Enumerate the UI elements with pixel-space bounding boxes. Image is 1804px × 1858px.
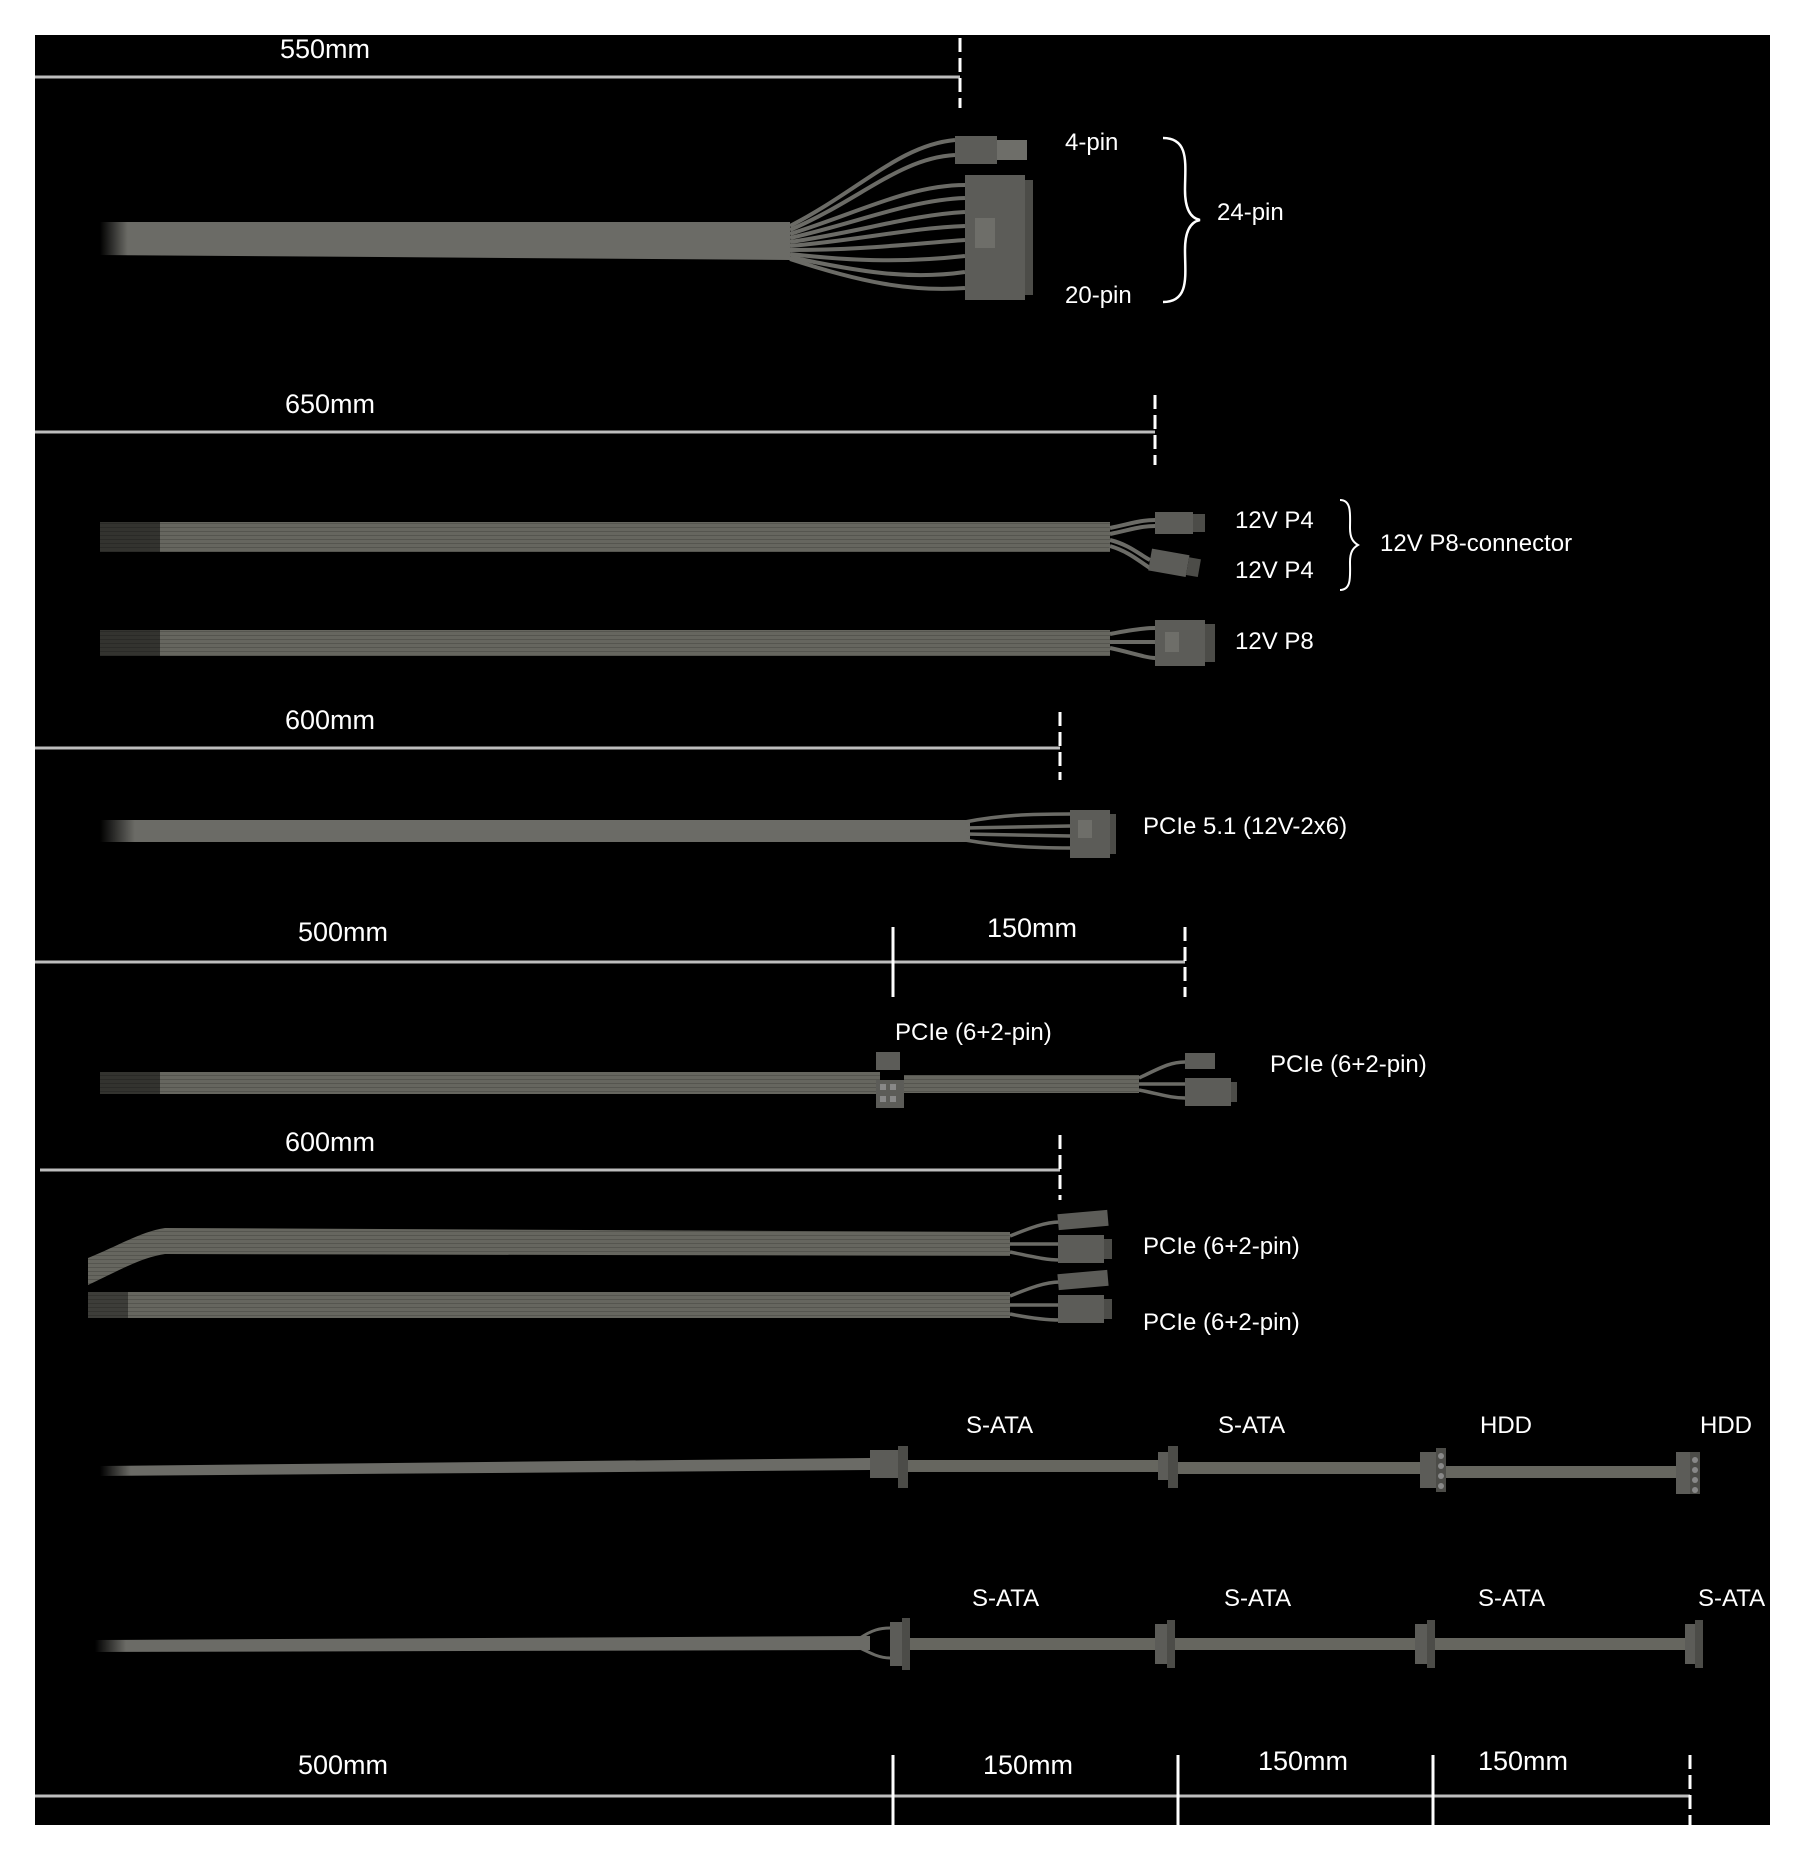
pcie-daisy-mid-label: PCIe (6+2-pin): [895, 1019, 1052, 1046]
pcie-daisy-cable-main: [100, 1072, 880, 1094]
pcie-dual-connector-a: [1057, 1209, 1112, 1263]
pcie-dual-cable-a: [88, 1228, 1010, 1285]
cpu-split-wires: [1109, 518, 1156, 570]
cpu-p8-cable: [100, 630, 1110, 656]
pcie-daisy-end-label: PCIe (6+2-pin): [1270, 1051, 1427, 1078]
pcie51-length-label: 600mm: [285, 705, 375, 735]
sata4-label-2: S-ATA: [1224, 1585, 1291, 1612]
sata4-label-1: S-ATA: [972, 1585, 1039, 1612]
atx-cable-group: 550mm 4-pin 20-pin 24-pin: [35, 34, 1284, 309]
sata-hdd-connector-1: [870, 1446, 908, 1488]
pcie-dual-cable-b: [88, 1292, 1010, 1318]
sata4-cable-seg0: [95, 1636, 870, 1652]
atx-cable-sleeve: [100, 222, 790, 260]
sata4-connector-3: [1415, 1620, 1435, 1668]
sata-length-group: 500mm 150mm 150mm 150mm: [35, 1746, 1692, 1825]
sata-seg1-length: 150mm: [983, 1750, 1073, 1780]
pcie51-connector: [1070, 810, 1116, 858]
pcie-daisy-cable-ext: [904, 1075, 1139, 1093]
sata-main-length: 500mm: [298, 1750, 388, 1780]
atx-24pin-label: 24-pin: [1217, 199, 1284, 226]
atx-length-label: 550mm: [280, 34, 370, 64]
pcie-dual-length-label: 600mm: [285, 1127, 375, 1157]
cpu-p4-connector-b: [1148, 548, 1201, 578]
sata4-label-4: S-ATA: [1698, 1585, 1765, 1612]
pcie-daisy-main-length: 500mm: [298, 917, 388, 947]
atx-24pin-connector: [965, 175, 1033, 300]
sata-hdd-label-4: HDD: [1700, 1412, 1752, 1439]
pcie-dual-connector-b: [1057, 1269, 1112, 1323]
sata4-connector-4: [1685, 1620, 1703, 1668]
atx-4pin-label: 4-pin: [1065, 129, 1118, 156]
atx-20pin-label: 20-pin: [1065, 282, 1132, 309]
sata-hdd-label-2: S-ATA: [1218, 1412, 1285, 1439]
atx-cable-wires: [789, 138, 966, 291]
pcie51-label: PCIe 5.1 (12V-2x6): [1143, 813, 1347, 840]
sata-hdd-label-3: HDD: [1480, 1412, 1532, 1439]
cpu-brace-icon: [1339, 499, 1360, 591]
sata4-connector-2: [1155, 1620, 1175, 1668]
cpu-length-label: 650mm: [285, 389, 375, 419]
atx-brace-icon: [1162, 136, 1201, 304]
sata4-group: S-ATA S-ATA S-ATA S-ATA: [95, 1585, 1765, 1670]
sata-seg2-length: 150mm: [1258, 1746, 1348, 1776]
cpu-p4-label-a: 12V P4: [1235, 507, 1314, 534]
cpu-p8-label: 12V P8: [1235, 628, 1314, 655]
pcie-daisy-ext-length: 150mm: [987, 913, 1077, 943]
sata-hdd-connector-3: [1420, 1448, 1446, 1492]
sata-hdd-group: S-ATA S-ATA HDD HDD: [100, 1412, 1752, 1494]
pcie-dual-label-b: PCIe (6+2-pin): [1143, 1309, 1300, 1336]
sata4-label-3: S-ATA: [1478, 1585, 1545, 1612]
pcie-daisy-group: 500mm 150mm PCIe (6+2-pin) PCIe (6+2-pin…: [35, 913, 1427, 1108]
pcie51-cable-group: 600mm PCIe 5.1 (12V-2x6): [35, 705, 1347, 858]
sata-hdd-cable-seg0: [100, 1458, 870, 1476]
cpu-p4-label-b: 12V P4: [1235, 557, 1314, 584]
sata4-connector-1: [890, 1618, 910, 1670]
sata-seg3-length: 150mm: [1478, 1746, 1568, 1776]
atx-4pin-connector: [955, 136, 1027, 164]
cpu-cable-group: 650mm 12V P4 12V P4 12V P8-connector: [35, 389, 1572, 666]
pcie-dual-group: 600mm PCIe (6+2-pin) PCIe (6+2-pin): [40, 1127, 1300, 1336]
pcie-dual-label-a: PCIe (6+2-pin): [1143, 1233, 1300, 1260]
sata-hdd-label-1: S-ATA: [966, 1412, 1033, 1439]
cpu-p8-connector: [1155, 620, 1215, 666]
cpu-p8-split-cable: [100, 522, 1110, 552]
sata-hdd-connector-2: [1158, 1446, 1178, 1488]
sata-hdd-connector-4: [1676, 1452, 1700, 1494]
cpu-p8-connector-label: 12V P8-connector: [1380, 530, 1572, 557]
diagram-background: [35, 35, 1770, 1825]
pcie-daisy-end-connector: [1185, 1053, 1237, 1106]
pcie51-cable-sleeve: [100, 820, 970, 842]
pcie-daisy-mid-connector: [876, 1052, 904, 1108]
cpu-p4-connector-a: [1155, 512, 1205, 534]
